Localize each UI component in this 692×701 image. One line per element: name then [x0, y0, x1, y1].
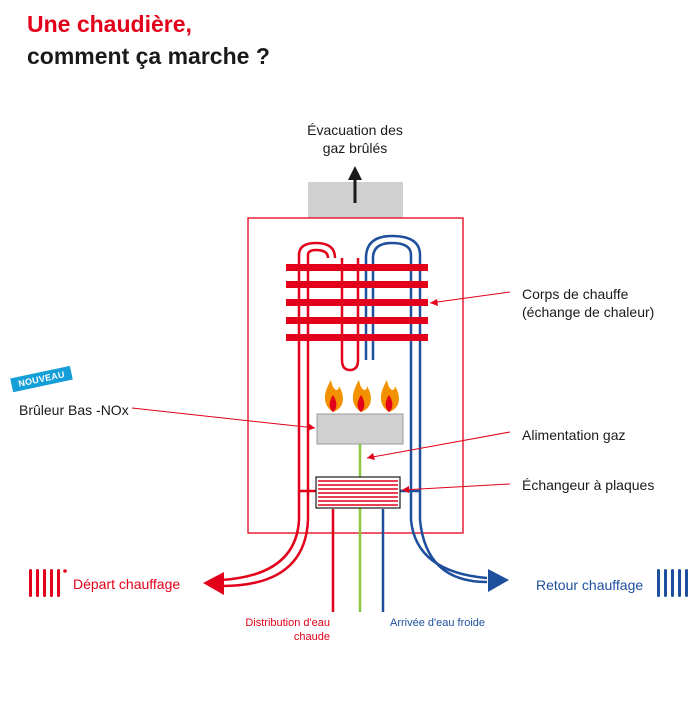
- heating-out-label: Départ chauffage: [73, 576, 181, 592]
- flame-icon: [324, 380, 399, 412]
- cold-water-label: Arrivée d'eau froide: [390, 617, 486, 629]
- heating-return-label: Retour chauffage: [536, 577, 644, 593]
- radiator-icon-red: [29, 569, 67, 597]
- heat-body-label-line-1: Corps de chauffe: [522, 286, 629, 302]
- burner-block: [316, 413, 404, 445]
- heating-out-arrow: [203, 572, 224, 595]
- callout-lines: [131, 291, 511, 491]
- plate-exchanger-label: Échangeur à plaques: [522, 477, 655, 493]
- heating-return-arrow: [488, 569, 509, 592]
- radiator-icon-blue: [657, 569, 688, 597]
- callout-arrowheads: [307, 299, 438, 493]
- title-line-1: Une chaudière,: [27, 11, 192, 37]
- exhaust-arrow: [348, 166, 362, 203]
- heat-body-label: Corps de chauffe (échange de chaleur): [522, 285, 654, 321]
- red-circuit: [221, 241, 360, 612]
- burner-label: Brûleur Bas -NOx: [19, 402, 129, 418]
- exhaust-label: Évacuation des gaz brûlés: [303, 121, 407, 157]
- heat-body-label-line-2: (échange de chaleur): [522, 304, 655, 320]
- hot-water-label-line-1: Distribution d'eau: [245, 617, 330, 629]
- plate-exchanger: [315, 476, 401, 509]
- blue-circuit: [364, 234, 488, 612]
- gas-supply-label: Alimentation gaz: [522, 427, 626, 443]
- hot-water-label: Distribution d'eau chaude: [225, 616, 330, 644]
- heat-exchanger-body: [286, 264, 428, 341]
- title-line-2: comment ça marche ?: [27, 43, 270, 69]
- hot-water-label-line-2: chaude: [293, 631, 330, 643]
- exhaust-label-line-1: Évacuation des: [307, 122, 403, 138]
- boiler-casing: [247, 217, 464, 534]
- exhaust-label-line-2: gaz brûlés: [322, 140, 388, 156]
